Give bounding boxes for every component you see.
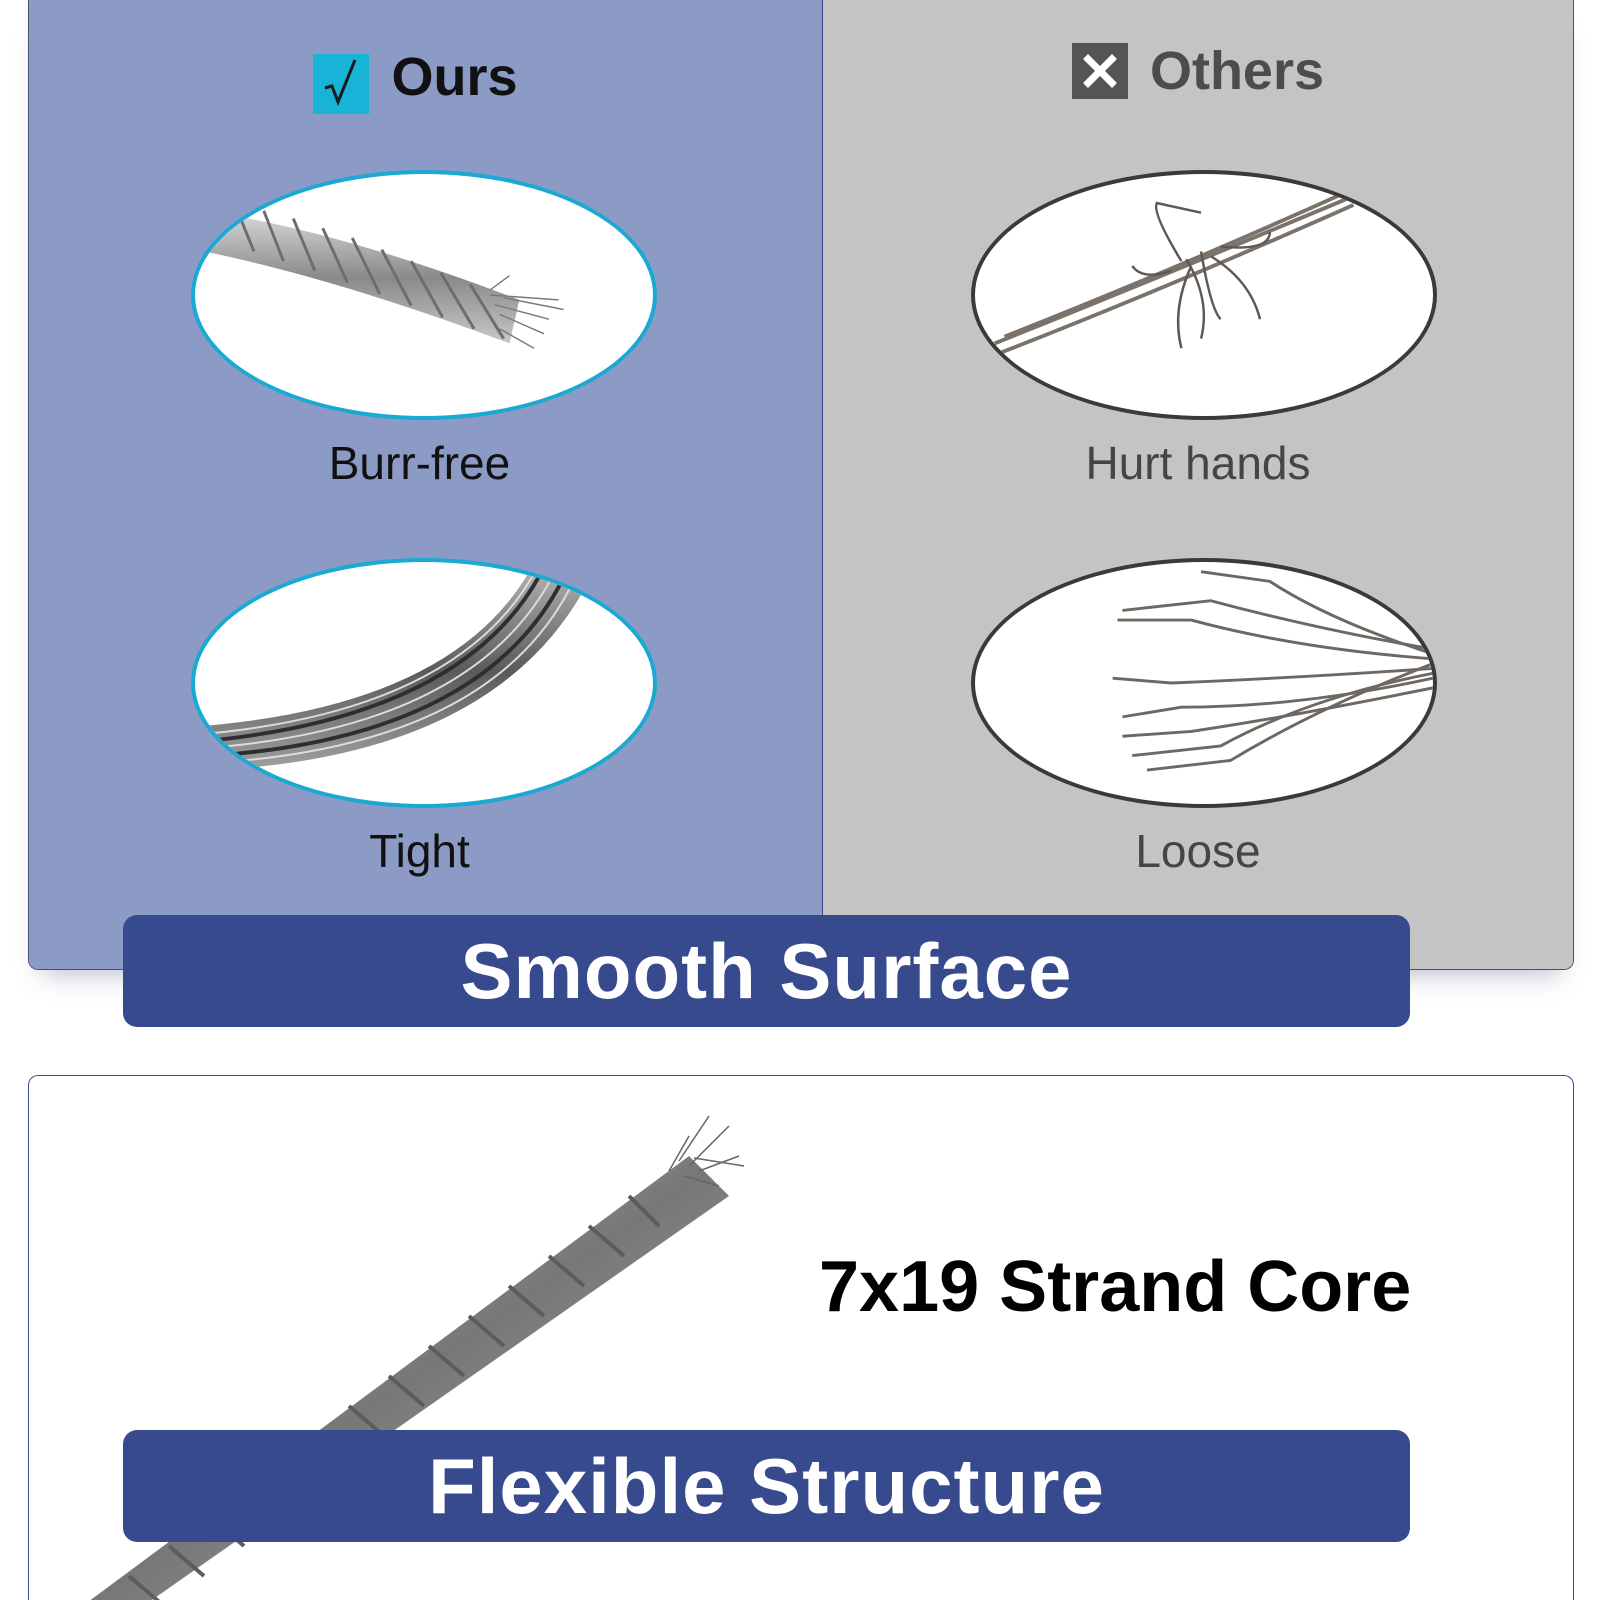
strand-core-label: 7x19 Strand Core bbox=[819, 1247, 1412, 1327]
others-caption-loose: Loose bbox=[1135, 825, 1261, 877]
smooth-surface-banner: Smooth Surface bbox=[123, 915, 1410, 1027]
check-icon bbox=[313, 54, 370, 114]
ours-caption-tight: Tight bbox=[369, 825, 470, 877]
ours-caption-burr-free: Burr-free bbox=[328, 437, 511, 489]
hurt-hands-cable-image bbox=[970, 170, 1437, 420]
others-caption-hurt-hands: Hurt hands bbox=[1085, 437, 1311, 489]
ours-title: Ours bbox=[391, 47, 518, 107]
burr-free-cable-image bbox=[191, 170, 657, 420]
others-header: Others bbox=[823, 40, 1573, 102]
flexible-structure-banner: Flexible Structure bbox=[123, 1430, 1410, 1542]
others-column: Others Hurt hands bbox=[822, 0, 1573, 969]
ours-column: Ours bbox=[29, 0, 823, 969]
loose-cable-image bbox=[970, 558, 1437, 808]
tight-cable-image bbox=[191, 558, 657, 808]
others-title: Others bbox=[1149, 41, 1325, 101]
cross-icon bbox=[1071, 43, 1128, 99]
ours-header: Ours bbox=[29, 40, 822, 114]
comparison-panel: Ours bbox=[28, 0, 1574, 970]
